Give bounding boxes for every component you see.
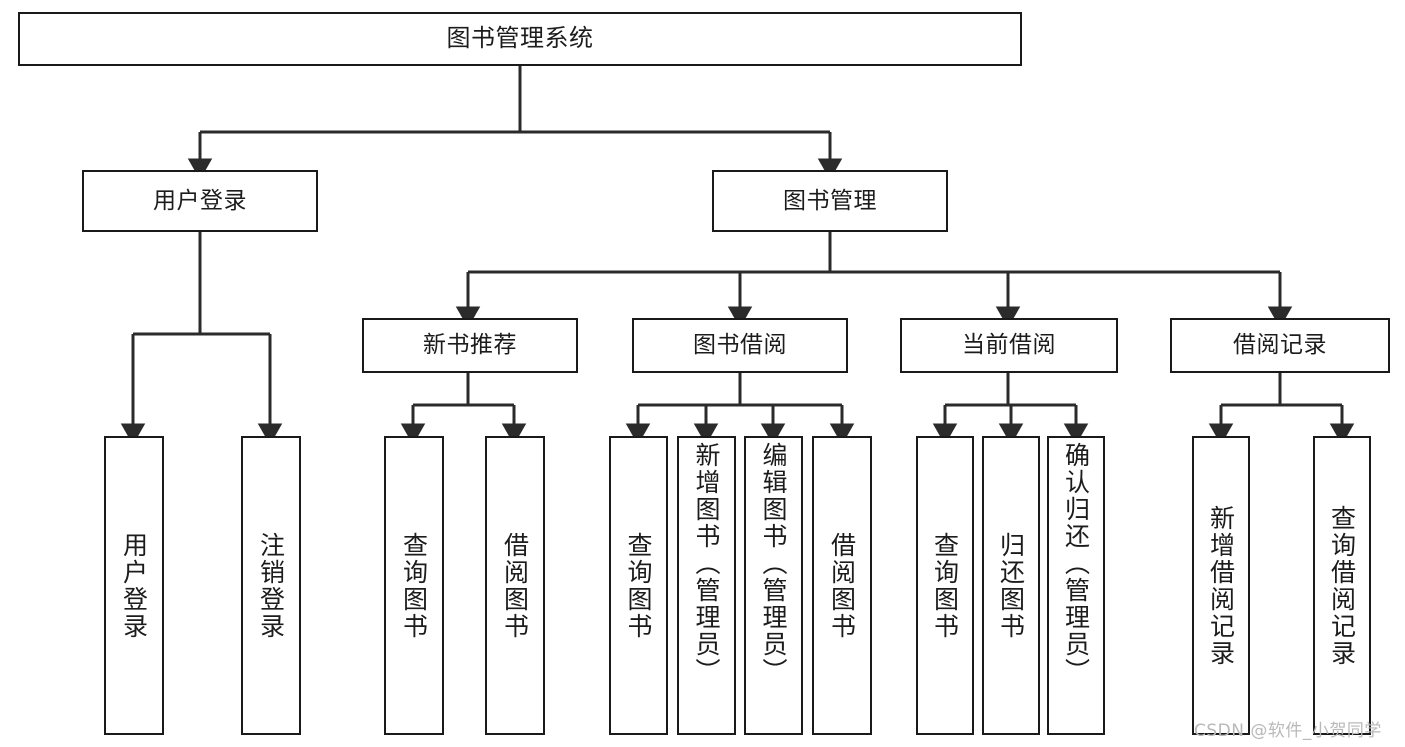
node-leaf-query-book-2-label: 查询图书 xyxy=(624,531,653,640)
node-borrow-record[interactable]: 借阅记录 xyxy=(1170,318,1390,373)
node-leaf-query-book-1-label: 查询图书 xyxy=(399,531,429,640)
node-root[interactable]: 图书管理系统 xyxy=(18,12,1022,66)
node-leaf-return-book-label: 归还图书 xyxy=(996,531,1026,640)
node-leaf-add-record-label: 新增借阅记录 xyxy=(1206,504,1236,667)
node-leaf-query-book-2[interactable]: 查询图书 xyxy=(609,436,668,735)
node-leaf-logout-login-label: 注销登录 xyxy=(256,531,286,640)
node-leaf-borrow-book-1[interactable]: 借阅图书 xyxy=(485,436,545,735)
node-new-book-recommend[interactable]: 新书推荐 xyxy=(362,318,578,373)
csdn-watermark: CSDN @软件_小贺同学 xyxy=(1194,721,1382,741)
node-book-management-label: 图书管理 xyxy=(783,187,877,214)
node-new-book-recommend-label: 新书推荐 xyxy=(423,332,517,359)
node-leaf-logout-login[interactable]: 注销登录 xyxy=(241,436,301,735)
node-leaf-add-record[interactable]: 新增借阅记录 xyxy=(1192,436,1250,735)
node-borrow-record-label: 借阅记录 xyxy=(1233,332,1327,359)
node-leaf-add-book-label: 新增图书（管理员） xyxy=(692,442,721,685)
node-leaf-query-record[interactable]: 查询借阅记录 xyxy=(1313,436,1371,735)
node-leaf-query-record-label: 查询借阅记录 xyxy=(1327,504,1357,667)
node-leaf-add-book[interactable]: 新增图书（管理员） xyxy=(677,436,736,735)
node-leaf-borrow-book-1-label: 借阅图书 xyxy=(500,531,530,640)
node-book-borrow-label: 图书借阅 xyxy=(693,332,787,359)
node-user-login[interactable]: 用户登录 xyxy=(82,170,318,232)
node-leaf-edit-book-label: 编辑图书（管理员） xyxy=(759,442,788,685)
node-leaf-borrow-book-2-label: 借阅图书 xyxy=(827,531,857,640)
node-leaf-query-book-1[interactable]: 查询图书 xyxy=(384,436,444,735)
node-current-borrow-label: 当前借阅 xyxy=(962,332,1056,359)
node-leaf-borrow-book-2[interactable]: 借阅图书 xyxy=(812,436,872,735)
node-leaf-return-book[interactable]: 归还图书 xyxy=(982,436,1040,735)
node-leaf-confirm-return-label: 确认归还（管理员） xyxy=(1061,442,1091,685)
node-leaf-confirm-return[interactable]: 确认归还（管理员） xyxy=(1047,436,1105,735)
node-leaf-query-book-3-label: 查询图书 xyxy=(930,531,960,640)
node-book-borrow[interactable]: 图书借阅 xyxy=(632,318,848,373)
node-root-label: 图书管理系统 xyxy=(446,24,594,53)
node-leaf-user-login[interactable]: 用户登录 xyxy=(104,436,164,735)
node-book-management[interactable]: 图书管理 xyxy=(712,170,948,232)
node-current-borrow[interactable]: 当前借阅 xyxy=(900,318,1118,373)
node-leaf-user-login-label: 用户登录 xyxy=(119,531,149,640)
node-leaf-edit-book[interactable]: 编辑图书（管理员） xyxy=(744,436,803,735)
node-user-login-label: 用户登录 xyxy=(153,187,247,214)
node-leaf-query-book-3[interactable]: 查询图书 xyxy=(916,436,974,735)
